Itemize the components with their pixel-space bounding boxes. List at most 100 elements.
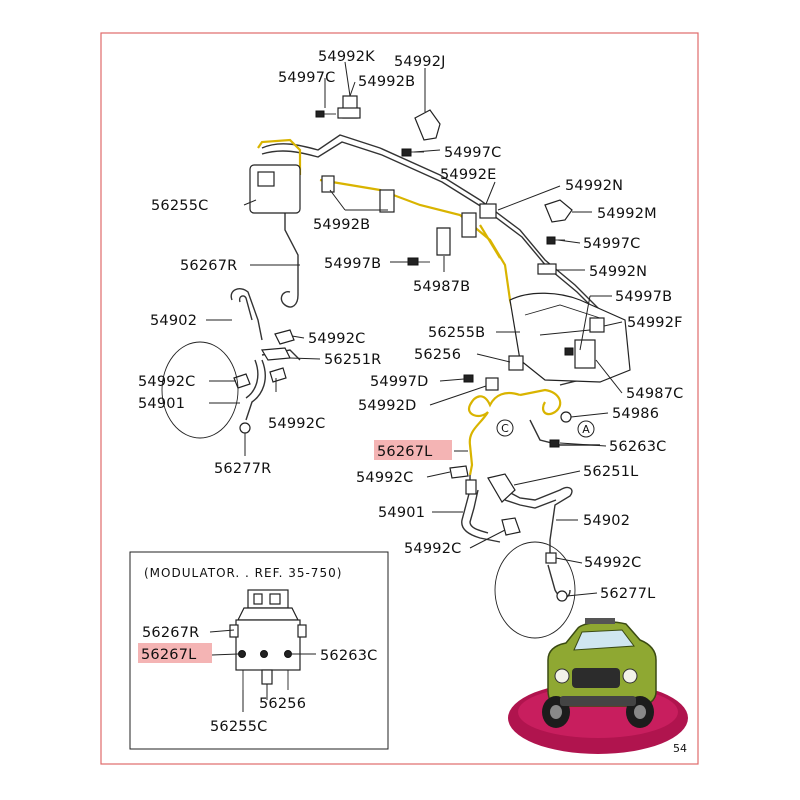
car-headlight-right <box>622 668 638 684</box>
part-54992C-clip-f <box>545 552 557 564</box>
label-54997B-right: 54997B <box>615 289 672 305</box>
label-54997D: 54997D <box>370 374 429 390</box>
label-54992C-c: 54992C <box>268 416 325 432</box>
part-54997B-bolt-right <box>564 347 574 356</box>
inset-label-56256: 56256 <box>259 696 306 712</box>
part-54987B-clip <box>461 212 477 238</box>
part-54986-nut <box>560 411 572 423</box>
inset-label-56255C: 56255C <box>210 719 267 735</box>
label-54992C-a: 54992C <box>308 331 365 347</box>
modulator-side-right <box>297 624 307 638</box>
part-54992B-clip-1 <box>321 175 335 193</box>
modulator-port-2 <box>260 650 268 658</box>
label-54992B-left: 54992B <box>313 217 370 233</box>
part-56255B-body <box>509 292 631 383</box>
car-roof-rack <box>585 618 615 624</box>
leader-lines <box>206 61 623 597</box>
part-54992E-clip <box>479 203 497 219</box>
label-56251L: 56251L <box>583 464 638 480</box>
part-54992J-connector <box>414 109 441 141</box>
modulator-block <box>235 619 301 671</box>
car-windshield <box>573 629 635 651</box>
part-54997C-bolt-top <box>315 110 336 118</box>
car-hub-left <box>550 705 562 719</box>
label-54992K: 54992K <box>318 49 375 65</box>
part-54992F-clip <box>589 317 605 333</box>
modulator-shoulder <box>237 607 299 621</box>
label-54992N-2: 54992N <box>589 264 647 280</box>
part-54997D-bolt <box>463 374 474 383</box>
mascot-car-illustration <box>508 618 688 754</box>
part-54987C-bracket <box>574 339 596 369</box>
callout-C-text: C <box>501 422 509 435</box>
part-54901-fitting <box>465 479 477 495</box>
label-54997C-mid: 54997C <box>444 145 501 161</box>
callout-C: C <box>496 419 514 437</box>
inset-label-56263C: 56263C <box>320 648 377 664</box>
part-54992C-clip-d <box>449 465 469 479</box>
label-56267R: 56267R <box>180 258 237 274</box>
part-54992M-connector <box>544 199 573 223</box>
left-wheel-outline <box>161 341 239 439</box>
inset-label-56267R: 56267R <box>142 625 199 641</box>
part-56251L-bracket <box>487 473 516 503</box>
label-54992E: 54992E <box>440 167 497 183</box>
label-54992C-f: 54992C <box>584 555 641 571</box>
modulator-inset: (MODULATOR. . REF. 35-750) 56267R 56267L… <box>129 551 389 750</box>
part-56256-valve <box>508 355 524 371</box>
inset-title: (MODULATOR. . REF. 35-750) <box>144 566 342 580</box>
modulator-port-1 <box>238 650 246 658</box>
label-56267L: 56267L <box>377 444 432 460</box>
label-54992F: 54992F <box>627 315 683 331</box>
label-56263C: 56263C <box>609 439 666 455</box>
part-54992D-clip <box>485 377 499 391</box>
label-54987B: 54987B <box>413 279 470 295</box>
label-54992C-b: 54992C <box>138 374 195 390</box>
label-54992C-e: 54992C <box>404 541 461 557</box>
label-56277R: 56277R <box>214 461 271 477</box>
part-56255C-port <box>257 171 275 187</box>
car-hub-right <box>634 705 646 719</box>
label-54986: 54986 <box>612 406 659 422</box>
label-54992M: 54992M <box>597 206 657 222</box>
part-56277L-bolt <box>556 590 568 602</box>
callout-A-text: A <box>582 423 590 436</box>
label-54987C: 54987C <box>626 386 683 402</box>
callout-A: A <box>577 420 595 438</box>
label-54992J: 54992J <box>394 54 446 70</box>
label-54997B: 54997B <box>324 256 381 272</box>
part-54992B-clip-2 <box>379 189 395 213</box>
inset-highlight-56267L <box>138 643 212 663</box>
car-bumper <box>560 696 636 706</box>
label-56255C: 56255C <box>151 198 208 214</box>
part-54992K-base <box>337 107 361 119</box>
part-56277R-bolt <box>239 422 251 434</box>
modulator-side-left <box>229 624 239 638</box>
label-54992N-1: 54992N <box>565 178 623 194</box>
highlight-56267L <box>374 440 452 460</box>
inset-label-56267L: 56267L <box>141 647 196 663</box>
label-54992B-top: 54992B <box>358 74 415 90</box>
page-number: 54 <box>673 742 687 755</box>
part-54992C-clip-a <box>274 329 295 345</box>
part-54987B-bracket <box>436 227 451 256</box>
label-54902-right: 54902 <box>583 513 630 529</box>
modulator-motor-right <box>269 593 281 605</box>
car-grille <box>572 668 620 688</box>
label-56256: 56256 <box>414 347 461 363</box>
part-54992C-clip-c <box>269 367 287 383</box>
label-56251R: 56251R <box>324 352 381 368</box>
part-56263C-fitting <box>549 439 560 448</box>
part-54992N-clip <box>537 263 557 275</box>
car-headlight-left <box>554 668 570 684</box>
label-54997C-top: 54997C <box>278 70 335 86</box>
right-wheel-outline <box>494 541 576 639</box>
part-labels: 54992K 54992J 54997C 54992B 54997C 54992… <box>138 49 683 602</box>
modulator-unit <box>229 589 307 690</box>
modulator-port-3 <box>284 650 292 658</box>
label-54901-left: 54901 <box>138 396 185 412</box>
label-56277L: 56277L <box>600 586 655 602</box>
label-54997C-right: 54997C <box>583 236 640 252</box>
label-56255B: 56255B <box>428 325 485 341</box>
